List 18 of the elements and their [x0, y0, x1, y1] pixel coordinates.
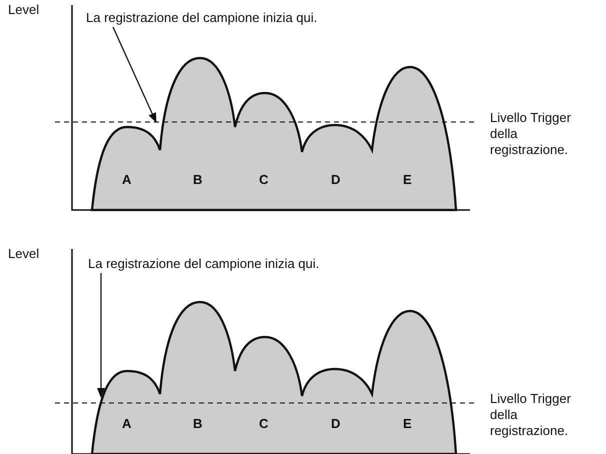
callout-text: La registrazione del campione inizia qui. [86, 10, 318, 26]
trigger-level-label: Livello Trigger della registrazione. [490, 110, 572, 158]
peak-label: C [259, 172, 268, 187]
leader-arrow [97, 273, 105, 398]
peak-label: C [259, 416, 268, 431]
peak-label: E [403, 416, 412, 431]
leader-arrow [112, 26, 157, 123]
peak-label: B [193, 416, 202, 431]
peak-label: A [122, 172, 132, 187]
peak-label: D [331, 416, 340, 431]
axis-label: Level [8, 246, 40, 262]
peak-label: B [193, 172, 202, 187]
callout-text: La registrazione del campione inizia qui. [88, 256, 320, 272]
peak-label: A [122, 416, 132, 431]
peak-label: D [331, 172, 340, 187]
trigger-level-label: Livello Trigger della registrazione. [490, 391, 572, 439]
peak-label: E [403, 172, 412, 187]
axis-label: Level [8, 2, 40, 18]
